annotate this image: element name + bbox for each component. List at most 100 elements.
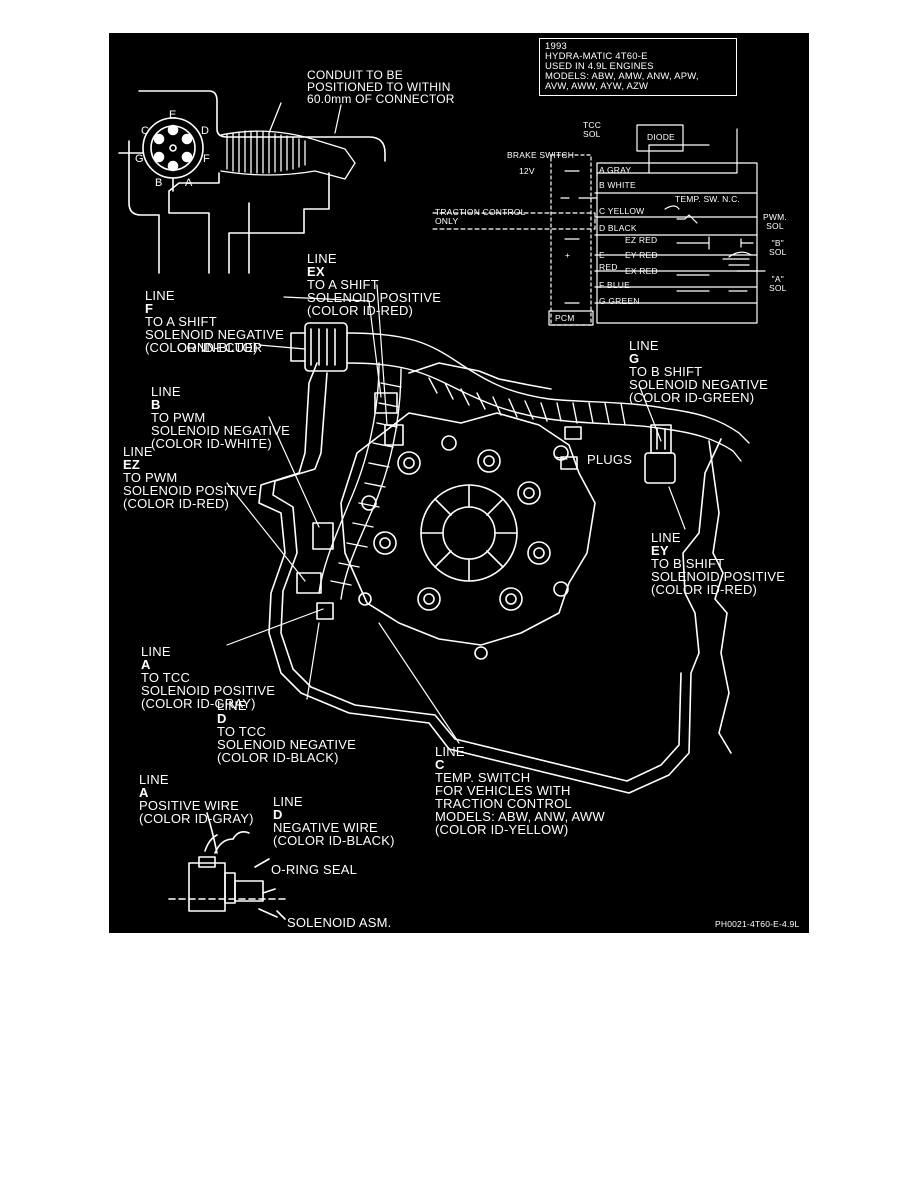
info-box-text: 1993 HYDRA-MATIC 4T60-E USED IN 4.9L ENG… — [545, 42, 699, 92]
schematic-brake-switch: BRAKE SWITCH — [507, 150, 575, 160]
pin-label-c: C — [141, 125, 150, 137]
traction-label-2: ONLY — [435, 216, 459, 226]
info-year: 1993 — [545, 41, 567, 52]
callout-line-ez: LINE EZ TO PWM SOLENOID POSITIVE (COLOR … — [123, 445, 257, 510]
callout-line-c-5: MODELS: ABW, ANW, AWW — [435, 809, 605, 824]
schematic-b-white: B WHITE — [599, 180, 636, 190]
schematic-e: E — [599, 250, 605, 260]
schematic-12v: 12V — [519, 166, 535, 176]
traction-label-1: TRACTION CONTROL — [435, 207, 526, 217]
round-connector-face — [118, 117, 204, 192]
callout-line-c-4: TRACTION CONTROL — [435, 796, 572, 811]
callout-line-ex-1: LINE EX TO A SHIFT — [307, 251, 379, 292]
callout-line-d: LINE D TO TCC SOLENOID NEGATIVE (COLOR I… — [217, 699, 356, 764]
detail-line-d: LINE D NEGATIVE WIRE (COLOR ID-BLACK) — [273, 795, 395, 847]
schematic-pcm: PCM — [555, 313, 575, 323]
callout-line-c-1: LINE C — [435, 744, 465, 772]
a-sol-label-2: SOL — [769, 283, 787, 293]
callout-line-c: LINE C TEMP. SWITCH FOR VEHICLES WITH TR… — [435, 745, 605, 836]
callout-line-ex: LINE EX TO A SHIFT SOLENOID POSITIVE (CO… — [307, 252, 441, 317]
b-sol-label-1: "B" — [771, 238, 784, 248]
detail-line-d-3: (COLOR ID-BLACK) — [273, 833, 395, 848]
callout-connector: CONNECTOR — [177, 340, 263, 355]
callout-line-b-1: LINE B TO PWM — [151, 384, 206, 425]
main-harness — [318, 332, 750, 600]
detail-line-d-1: LINE D — [273, 794, 303, 822]
callout-line-a-2: SOLENOID POSITIVE — [141, 683, 276, 698]
callout-line-c-2: TEMP. SWITCH — [435, 770, 531, 785]
conduit-note-line3: 60.0mm OF CONNECTOR — [307, 92, 455, 106]
callout-line-g: LINE G TO B SHIFT SOLENOID NEGATIVE (COL… — [629, 339, 768, 404]
diagram-line-art — [118, 90, 766, 920]
callout-line-b-3: (COLOR ID-WHITE) — [151, 436, 272, 451]
b-sol-label-2: SOL — [769, 247, 787, 257]
pin-label-e: E — [169, 109, 177, 121]
schematic-a-gray: A GRAY — [599, 165, 632, 175]
callout-line-ex-2: SOLENOID POSITIVE — [307, 290, 442, 305]
callout-line-g-2: SOLENOID NEGATIVE — [629, 377, 768, 392]
a-sol-label-1: "A" — [771, 274, 784, 284]
schematic-f-blue: F BLUE — [599, 280, 630, 290]
wiring-diagram: 1993 HYDRA-MATIC 4T60-E USED IN 4.9L ENG… — [109, 33, 809, 933]
detail-line-a-1: LINE A — [139, 772, 169, 800]
pwm-label-1: PWM. — [763, 212, 787, 222]
callout-line-f: LINE F TO A SHIFT SOLENOID NEGATIVE (COL… — [145, 289, 284, 354]
schematic-tcc-sol: TCC SOL — [583, 121, 601, 139]
valve-body-case — [258, 362, 732, 794]
schematic-diode: DIODE — [647, 132, 675, 142]
pin-label-b: B — [155, 177, 163, 189]
callout-line-ey-2: SOLENOID POSITIVE — [651, 569, 786, 584]
schematic-ex-red: EX RED — [625, 266, 658, 276]
pwm-label-2: SOL — [766, 221, 784, 231]
callout-line-c-3: FOR VEHICLES WITH — [435, 783, 571, 798]
plugs-and-b-solenoid — [560, 424, 676, 484]
callout-line-a-1: LINE A TO TCC — [141, 644, 191, 685]
conduit-note-line1: CONDUIT TO BE — [307, 68, 403, 82]
conduit-note: CONDUIT TO BE POSITIONED TO WITHIN 60.0m… — [307, 69, 455, 105]
callout-line-b-2: SOLENOID NEGATIVE — [151, 423, 290, 438]
figure-id: PH0021-4T60-E-4.9L — [715, 919, 800, 929]
conduit-note-line2: POSITIONED TO WITHIN — [307, 80, 451, 94]
wiring-schematic — [432, 124, 766, 326]
valve-body-plate — [340, 412, 596, 660]
connector-conduit — [220, 102, 356, 180]
info-models-2: AVW, AWW, AYW, AZW — [545, 81, 649, 92]
callout-line-d-2: SOLENOID NEGATIVE — [217, 737, 356, 752]
schematic-red: RED — [599, 262, 618, 272]
detail-line-a-3: (COLOR ID-GRAY) — [139, 811, 254, 826]
callout-line-d-3: (COLOR ID-BLACK) — [217, 750, 339, 765]
detail-o-ring-seal: O-RING SEAL — [271, 862, 357, 877]
callout-line-ez-1: LINE EZ TO PWM — [123, 444, 178, 485]
connector-housing-outline — [128, 90, 386, 274]
info-model: HYDRA-MATIC 4T60-E — [545, 51, 648, 62]
info-box — [539, 38, 737, 96]
detail-line-d-2: NEGATIVE WIRE — [273, 820, 378, 835]
schematic-ez-red: EZ RED — [625, 235, 658, 245]
callout-line-g-3: (COLOR ID-GREEN) — [629, 390, 755, 405]
harness-connector — [290, 322, 348, 372]
callout-line-f-3: (COLOR ID-BLUE) — [145, 340, 258, 355]
callout-line-ez-3: (COLOR ID-RED) — [123, 496, 230, 511]
schematic-a-sol: "A" SOL — [769, 275, 787, 293]
callout-line-c-6: (COLOR ID-YELLOW) — [435, 822, 569, 837]
callout-line-a-3: (COLOR ID-GRAY) — [141, 696, 256, 711]
tcc-label: TCC — [583, 120, 602, 130]
pin-label-a: A — [185, 177, 193, 189]
schematic-plus: + — [565, 250, 571, 260]
info-engine: USED IN 4.9L ENGINES — [545, 61, 654, 72]
callout-line-f-2: SOLENOID NEGATIVE — [145, 327, 284, 342]
left-solenoids — [296, 392, 404, 620]
tcc-sol-label: SOL — [583, 129, 601, 139]
schematic-b-sol: "B" SOL — [769, 239, 787, 257]
solenoid-detail — [168, 812, 286, 920]
schematic-g-green: G GREEN — [599, 296, 640, 306]
schematic-ey-red: EY RED — [625, 250, 658, 260]
schematic-temp-sw: TEMP. SW. N.C. — [675, 194, 740, 204]
detail-line-a-2: POSITIVE WIRE — [139, 798, 240, 813]
callout-line-ey-3: (COLOR ID-RED) — [651, 582, 758, 597]
callout-line-f-1: LINE F TO A SHIFT — [145, 288, 217, 329]
callout-plugs: PLUGS — [587, 452, 633, 467]
callout-line-b: LINE B TO PWM SOLENOID NEGATIVE (COLOR I… — [151, 385, 290, 450]
pin-label-g: G — [135, 153, 144, 165]
pin-label-f: F — [203, 153, 210, 165]
